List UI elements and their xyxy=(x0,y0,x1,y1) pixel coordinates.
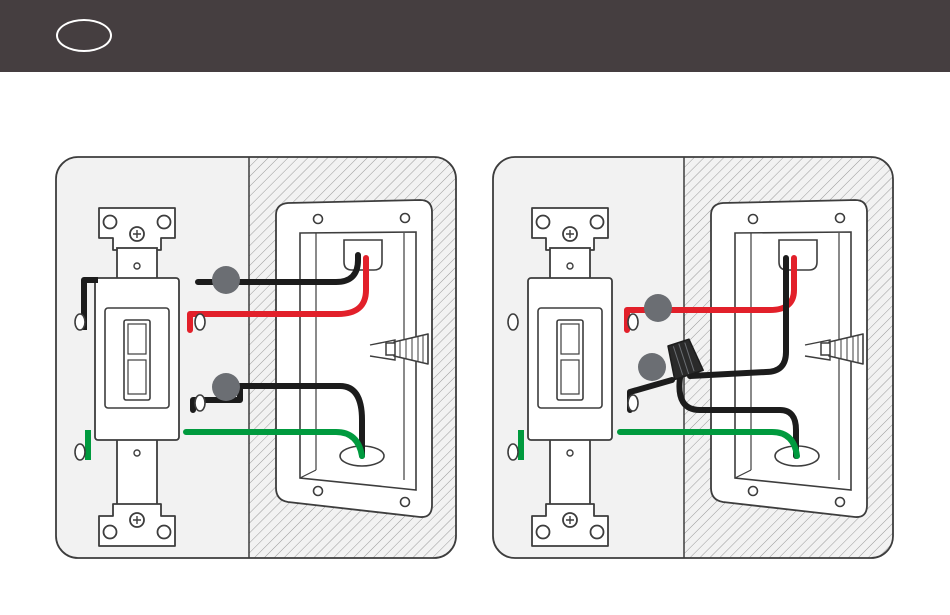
terminal-marker-1 xyxy=(644,294,672,322)
terminal-marker-2 xyxy=(212,373,240,401)
diagram-before xyxy=(56,157,459,558)
terminal-marker-1 xyxy=(212,266,240,294)
diagram-after xyxy=(493,157,896,558)
terminal-marker-2 xyxy=(638,353,666,381)
